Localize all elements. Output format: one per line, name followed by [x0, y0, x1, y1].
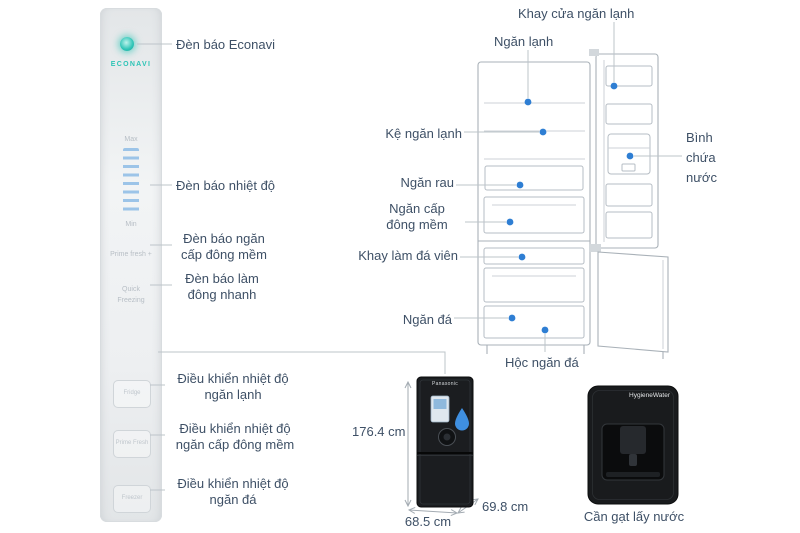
callout-fridge-shelf: Kệ ngăn lạnh — [385, 126, 462, 141]
dispenser-lever — [620, 426, 646, 454]
dimension-height: 176.4 cm — [352, 424, 406, 439]
callout-econavi-indicator: Đèn báo Econavi — [176, 37, 276, 52]
temp-min-label: Min — [125, 221, 137, 228]
prime-fresh-indicator-label: Prime fresh + — [110, 251, 152, 258]
quick-freezing-indicator-label: Quick Freezing — [117, 286, 145, 304]
prime-fresh-temp-button: Prime Fresh — [113, 430, 151, 458]
dimension-depth: 69.8 cm — [482, 499, 529, 514]
callout-soft-freeze-indicator: Đèn báo ngăn cấp đông mềm — [181, 231, 267, 263]
dispenser-label: Cần gạt lấy nước — [583, 509, 685, 524]
callout-fridge-temp-control: Điều khiển nhiệt độ ngăn lạnh — [177, 371, 289, 403]
callout-freezer-temp-control: Điều khiển nhiệt độ ngăn đá — [177, 476, 289, 508]
callout-freezer-compartment: Ngăn đá — [402, 312, 452, 327]
temp-max-label: Max — [124, 136, 138, 143]
dispenser-art — [587, 385, 679, 505]
callout-door-tray: Khay cửa ngăn lạnh — [518, 6, 635, 21]
fridge-line-art — [477, 49, 669, 359]
callout-temperature-indicator: Đèn báo nhiệt độ — [176, 178, 276, 193]
callout-quick-freeze-indicator: Đèn báo làm đông nhanh — [185, 271, 259, 303]
callout-dots — [506, 82, 634, 334]
mini-fridge-brand: Panasonic — [431, 381, 459, 387]
econavi-indicator-icon — [120, 37, 134, 51]
econavi-logo-text: ECONAVI — [110, 61, 152, 68]
mini-fridge-art — [416, 376, 474, 508]
water-drop-icon — [455, 408, 469, 431]
callout-water-tank: Bình chứa nước — [686, 130, 717, 186]
callout-ice-tray: Khay làm đá viên — [358, 248, 458, 263]
temperature-level-bars-icon — [123, 148, 139, 215]
callout-vegetable-drawer: Ngăn rau — [400, 175, 454, 190]
mini-fridge-display — [430, 395, 450, 423]
fridge-temp-button: Fridge — [113, 380, 151, 408]
callout-freezer-drawer: Hộc ngăn đá — [505, 355, 579, 370]
mini-fridge-dispenser — [438, 428, 456, 446]
dimension-width: 68.5 cm — [404, 514, 452, 529]
control-panel: ECONAVI Max Min Prime fresh + Quick Free… — [100, 8, 162, 522]
callout-soft-freeze-temp-control: Điều khiển nhiệt độ ngăn cấp đông mềm — [175, 421, 295, 453]
dispenser-recess — [601, 423, 665, 481]
dispenser-brand: HygieneWater — [629, 392, 670, 399]
callout-soft-freeze-drawer: Ngăn cấp đông mềm — [386, 201, 448, 233]
callout-fridge-compartment: Ngăn lạnh — [494, 34, 554, 49]
freezer-temp-button: Freezer — [113, 485, 151, 513]
dimension-arrows — [404, 380, 479, 517]
